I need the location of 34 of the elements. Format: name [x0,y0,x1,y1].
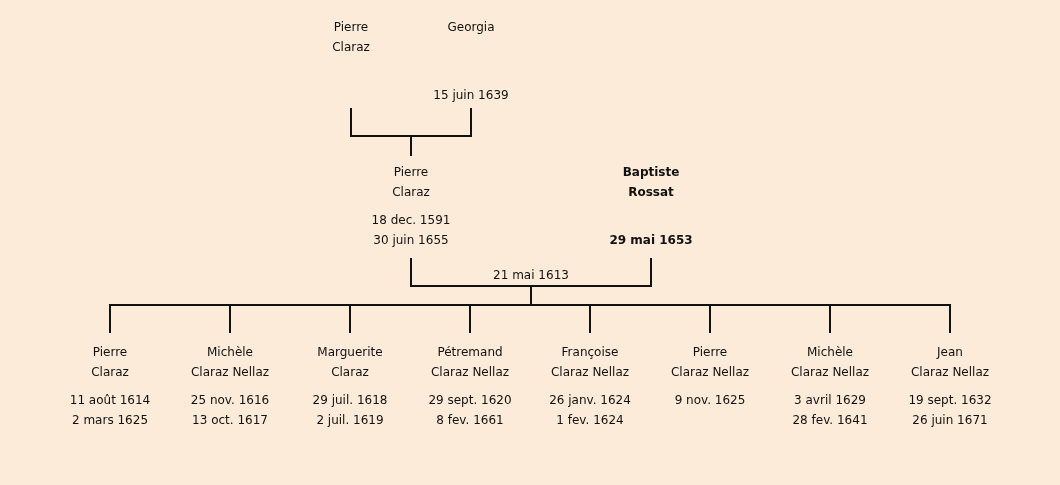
date-text: 29 mai 1653 [609,232,693,249]
date-text: 3 avril 1629 [794,392,866,409]
person-name: Pétremand Claraz Nellaz [430,344,510,381]
person-name: Pierre Claraz [332,19,370,56]
date-text: 1 fev. 1624 [556,412,624,429]
date-text: 30 juin 1655 [373,232,449,249]
person-name: Pierre Claraz [91,344,129,381]
person-name: Pierre Claraz [392,164,430,201]
date-text: 11 août 1614 [69,392,151,409]
date-text: 2 mars 1625 [72,412,148,429]
person-name: Michèle Claraz Nellaz [790,344,870,381]
date-text: 25 nov. 1616 [190,392,270,409]
connector-line [530,257,951,334]
date-label: 21 mai 1613 [493,267,569,284]
person-name: Baptiste Rossat [622,164,680,201]
date-text: 29 juil. 1618 [312,392,388,409]
person-name: Pierre Claraz Nellaz [670,344,750,381]
person-name: Marguerite Claraz [317,344,383,381]
connector-line [410,107,472,157]
date-text: 8 fev. 1661 [436,412,504,429]
date-text: 26 juin 1671 [912,412,988,429]
person-name: Georgia [447,19,495,36]
date-text: 19 sept. 1632 [908,392,992,409]
date-text: 9 nov. 1625 [674,392,746,409]
date-text: 2 juil. 1619 [316,412,384,429]
date-text: 28 fev. 1641 [792,412,868,429]
date-text: 18 dec. 1591 [371,212,451,229]
date-text: 15 juin 1639 [433,87,509,104]
date-text: 13 oct. 1617 [192,412,268,429]
person-name: Michèle Claraz Nellaz [190,344,270,381]
date-text: 26 janv. 1624 [549,392,631,409]
date-text: 29 sept. 1620 [428,392,512,409]
person-name: Françoise Claraz Nellaz [550,344,630,381]
person-name: Jean Claraz Nellaz [910,344,990,381]
